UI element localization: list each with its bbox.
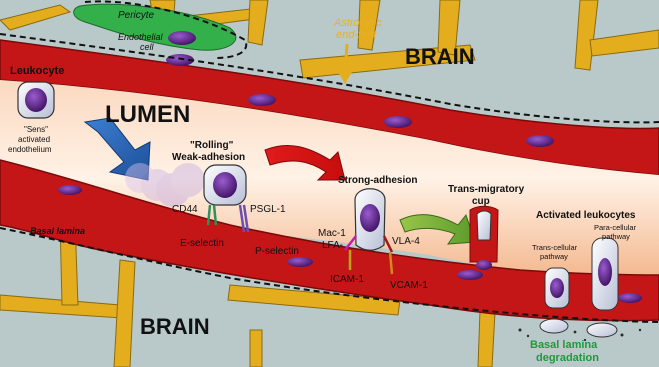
transmigratory-label-1: Trans-migratory	[448, 184, 525, 195]
activated-leukocytes-label: Activated leukocytes	[536, 210, 636, 221]
basal-degradation-label-2: degradation	[536, 352, 599, 364]
paracellular-label-2: pathway	[602, 232, 630, 241]
leukocyte-cell	[18, 82, 54, 118]
brain-label-top: BRAIN	[405, 44, 475, 69]
transmigratory-label-2: cup	[472, 196, 490, 207]
p-selectin-label: P-selectin	[255, 246, 299, 257]
rolling-label-1: "Rolling"	[190, 140, 234, 151]
paracellular-label-1: Para-cellular	[594, 223, 637, 232]
pericyte-label: Pericyte	[118, 10, 155, 21]
rolling-leukocyte	[204, 165, 246, 205]
icam1-label: ICAM-1	[330, 274, 364, 285]
lfa-label: LFA-	[322, 240, 343, 251]
sens-label-1: "Sens"	[24, 125, 48, 134]
basal-lamina-label: Basal lamina	[30, 226, 85, 236]
basal-degradation-label-1: Basal lamina	[530, 339, 598, 351]
pericyte-nucleus	[168, 31, 196, 45]
sens-label-2: activated	[18, 135, 50, 144]
rolling-label-2: Weak-adhesion	[172, 152, 245, 163]
astrocytic-label-1: Astrocytic	[333, 17, 382, 29]
leukocyte-label: Leukocyte	[10, 65, 64, 77]
transmigratory-cup-shape	[470, 206, 498, 270]
astrocytic-label-2: end-feet	[336, 29, 377, 41]
lumen-label: LUMEN	[105, 101, 190, 128]
adherent-leukocyte	[355, 189, 385, 251]
cd44-label: CD44	[172, 204, 198, 215]
transcellular-label-2: pathway	[540, 252, 568, 261]
transcellular-label-1: Trans-cellular	[532, 243, 578, 252]
endothelial-label-2: cell	[140, 42, 155, 52]
sens-label-3: endothelium	[8, 145, 52, 154]
vla4-label: VLA-4	[392, 236, 420, 247]
vcam1-label: VCAM-1	[390, 280, 428, 291]
mac1-label: Mac-1	[318, 228, 346, 239]
psgl1-label: PSGL-1	[250, 204, 286, 215]
strong-adhesion-label: Strong-adhesion	[338, 175, 417, 186]
e-selectin-label: E-selectin	[180, 238, 224, 249]
brain-label-bottom: BRAIN	[140, 314, 210, 339]
endothelial-label-1: Endothelial	[118, 32, 164, 42]
